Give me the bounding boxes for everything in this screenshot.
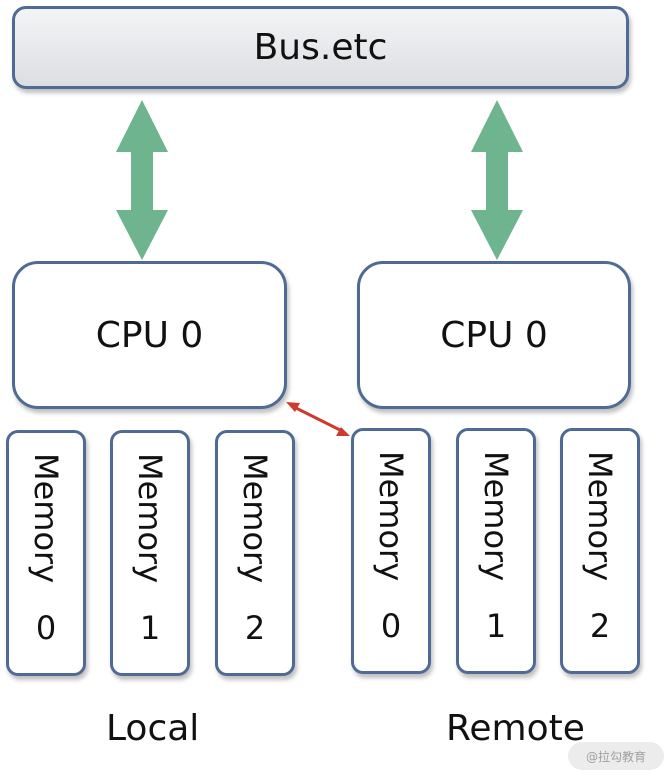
memory-box-remote-1: Memory 1 [456,428,536,674]
memory-index: 1 [485,607,507,645]
bus-cpu-right-arrow [471,100,523,260]
bus-label: Bus.etc [253,27,388,68]
memory-index: 0 [35,609,57,647]
cpu-box-remote: CPU 0 [357,261,631,409]
memory-box-remote-0: Memory 0 [351,428,431,674]
memory-label: Memory [27,453,65,584]
cpu-box-local: CPU 0 [12,261,287,409]
memory-box-local-0: Memory 0 [6,430,86,676]
caption-local: Local [106,708,200,749]
memory-label: Memory [372,451,410,582]
watermark-badge: @拉勾教育 [568,742,664,770]
bus-box: Bus.etc [12,6,629,89]
memory-index: 2 [589,607,611,645]
bus-cpu-left-arrow [116,100,168,260]
memory-box-local-1: Memory 1 [110,430,190,676]
memory-label: Memory [581,451,619,582]
memory-label: Memory [236,453,274,584]
cpu-label: CPU 0 [95,314,204,356]
memory-index: 2 [244,609,266,647]
memory-label: Memory [477,451,515,582]
memory-index: 0 [380,607,402,645]
cpu-label: CPU 0 [440,314,548,356]
caption-remote: Remote [446,708,585,749]
memory-label: Memory [131,453,169,584]
memory-index: 1 [139,609,161,647]
cpu-remote-memory-link [286,402,350,436]
memory-box-remote-2: Memory 2 [560,428,640,674]
memory-box-local-2: Memory 2 [215,430,295,676]
